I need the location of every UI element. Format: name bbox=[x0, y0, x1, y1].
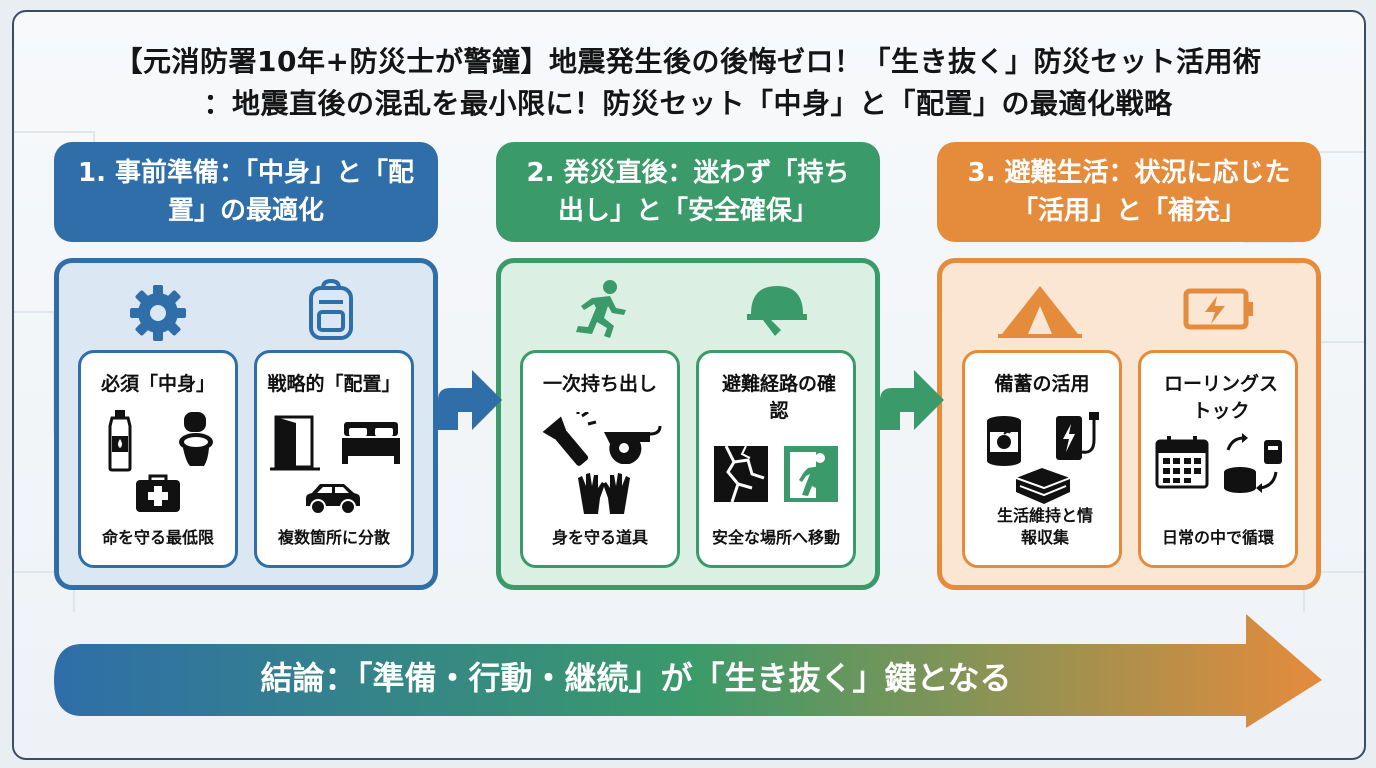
conclusion-arrow bbox=[54, 614, 1322, 728]
helmet-icon bbox=[747, 286, 807, 336]
section-3-heading: 3. 避難生活：状況に応じた「活用」と「補充」 bbox=[937, 142, 1321, 242]
card-primary-carry-out: 一次持ち出し 身を守る道具 bbox=[520, 350, 680, 568]
section-1-heading: 1. 事前準備：「中身」と「配置」の最適化 bbox=[54, 142, 438, 242]
first-aid-kit-icon bbox=[136, 474, 180, 512]
door-icon bbox=[270, 415, 320, 471]
card-title: 戦略的「配置」 bbox=[267, 373, 401, 395]
card-footer: 生活維持と情報収集 bbox=[996, 506, 1093, 547]
backpack-icon bbox=[309, 278, 353, 340]
car-icon bbox=[306, 484, 360, 515]
whistle-icon bbox=[604, 425, 662, 464]
subtitle: ：地震直後の混乱を最小限に！防災セット「中身」と「配置」の最適化戦略 bbox=[203, 87, 1173, 120]
card-essential-contents: 必須「中身」 命を守る最低限 bbox=[78, 350, 238, 568]
arrow-right-icon bbox=[438, 370, 502, 430]
bed-icon bbox=[342, 422, 400, 464]
rotation-food-icon bbox=[1224, 433, 1282, 493]
calendar-icon bbox=[1155, 436, 1209, 489]
tent-icon bbox=[998, 286, 1082, 338]
gloves-icon bbox=[578, 473, 630, 514]
blanket-icon bbox=[1015, 468, 1071, 504]
card-title: 避難経路の確認 bbox=[721, 373, 836, 422]
card-title: 一次持ち出し bbox=[542, 373, 657, 395]
power-bank-icon bbox=[1056, 412, 1099, 460]
card-footer: 身を守る道具 bbox=[551, 528, 648, 547]
battery-icon bbox=[1183, 288, 1253, 330]
emergency-exit-icon bbox=[784, 446, 838, 502]
card-footer: 複数箇所に分散 bbox=[277, 528, 390, 547]
card-footer: 日常の中で循環 bbox=[1161, 528, 1274, 547]
water-bottle-icon bbox=[108, 410, 132, 472]
gear-icon bbox=[130, 285, 186, 341]
arrow-right-icon bbox=[880, 370, 944, 430]
card-title: 備蓄の活用 bbox=[994, 373, 1090, 395]
cracked-wall-icon bbox=[714, 445, 768, 503]
card-title: ローリングストック bbox=[1163, 373, 1278, 422]
toilet-icon bbox=[179, 412, 213, 466]
running-person-icon bbox=[576, 280, 626, 338]
flashlight-icon bbox=[542, 412, 597, 466]
card-footer: 命を守る最低限 bbox=[101, 528, 214, 547]
main-title: 【元消防署10年+防災士が警鐘】地震発生後の後悔ゼロ！「生き抜く」防災セット活用… bbox=[114, 45, 1262, 78]
section-2-heading: 2. 発災直後：迷わず「持ち出し」と「安全確保」 bbox=[496, 142, 880, 242]
conclusion-text: 結論：「準備・行動・継続」が「生き抜く」鍵となる bbox=[260, 659, 1012, 697]
card-title: 必須「中身」 bbox=[100, 373, 215, 395]
card-footer: 安全な場所へ移動 bbox=[711, 528, 840, 547]
canned-food-icon bbox=[987, 416, 1021, 466]
